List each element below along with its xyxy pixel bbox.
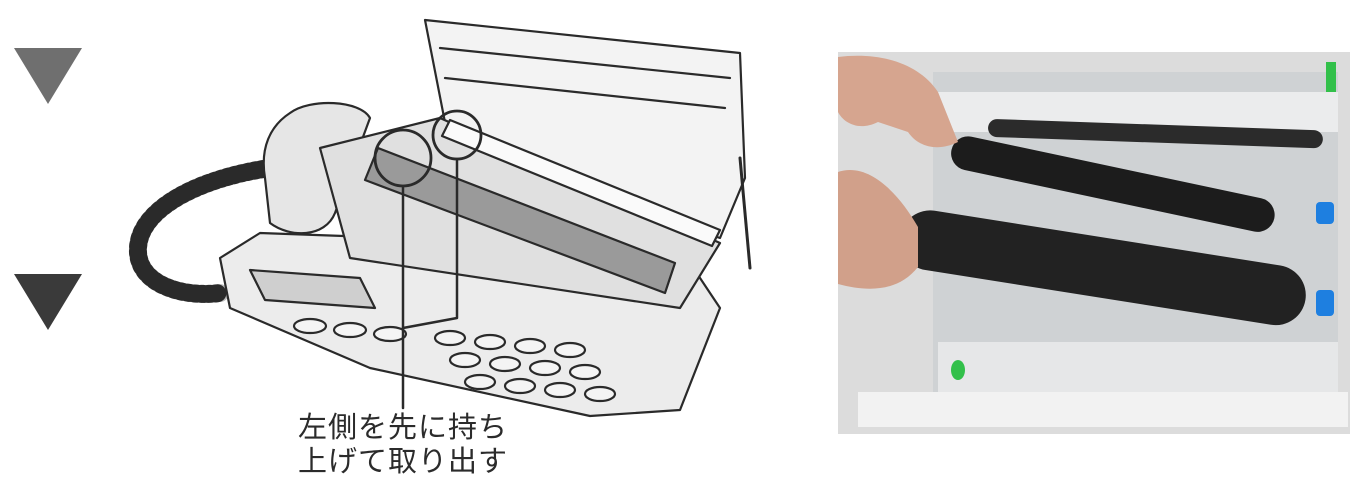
handset <box>262 101 372 235</box>
handset-cord <box>129 159 279 303</box>
photo-roll-main <box>900 210 1306 326</box>
fax-machine-illustration <box>129 18 752 418</box>
caption-line-2: 上げて取り出す <box>297 444 508 478</box>
caption-line-1: 左側を先に持ち <box>297 410 508 444</box>
lcd-display <box>248 268 377 310</box>
photo-hand-upper <box>838 55 958 148</box>
photo-blue-tab <box>1316 202 1334 224</box>
step-arrow-down-icon <box>14 274 82 330</box>
keypad <box>292 317 617 403</box>
ink-film-roll-front <box>363 146 677 295</box>
photo-hand-lower <box>838 170 918 289</box>
step-arrow-down-icon <box>14 48 82 104</box>
instruction-caption: 左側を先に持ち 上げて取り出す <box>238 410 568 478</box>
photo-removing-ink-film <box>838 52 1350 434</box>
photo-roll-lifted <box>951 136 1275 232</box>
ink-film-roll-back <box>440 118 722 248</box>
photo-roller-back <box>988 119 1323 149</box>
